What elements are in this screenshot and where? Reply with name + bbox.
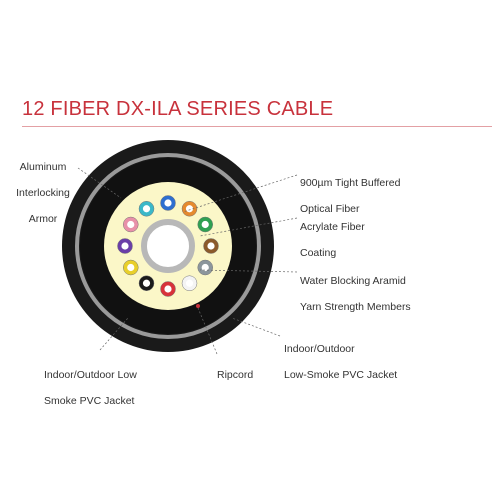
label-aramid: Water Blocking Aramid Yarn Strength Memb… xyxy=(300,262,411,327)
label-armor: Aluminum Interlocking Armor xyxy=(14,148,72,239)
label-inner-jacket-line-2: Smoke PVC Jacket xyxy=(44,395,135,407)
central-core xyxy=(141,219,195,273)
label-outer-jacket-line-2: Low-Smoke PVC Jacket xyxy=(284,369,398,381)
diagram-title: 12 FIBER DX-ILA SERIES CABLE xyxy=(22,98,334,120)
fiber-coating-white xyxy=(185,279,194,287)
leader-inner-jacket xyxy=(99,317,129,351)
fiber-green xyxy=(197,216,213,233)
label-buffered-fiber-line-1: 900µm Tight Buffered xyxy=(300,177,401,189)
fiber-red xyxy=(160,281,176,297)
fiber-white xyxy=(181,275,198,291)
fiber-group xyxy=(117,195,219,297)
label-outer-jacket: Indoor/Outdoor Low-Smoke PVC Jacket xyxy=(284,330,397,395)
fiber-coating-yellow xyxy=(127,263,135,272)
aluminum-armor-layer xyxy=(75,153,261,339)
fiber-coating-brown xyxy=(207,242,215,250)
label-ripcord: Ripcord xyxy=(217,356,253,395)
fiber-black xyxy=(138,275,155,291)
fiber-violet xyxy=(117,238,133,254)
label-coating-line-2: Coating xyxy=(300,247,337,259)
fiber-orange xyxy=(181,201,198,217)
fiber-coating-aqua xyxy=(142,205,151,213)
leader-coating xyxy=(199,217,298,237)
label-coating: Acrylate Fiber Coating xyxy=(300,208,365,273)
leader-lines xyxy=(77,167,298,355)
label-inner-jacket: Indoor/Outdoor Low Smoke PVC Jacket xyxy=(44,356,137,421)
label-coating-line-1: Acrylate Fiber xyxy=(300,221,365,233)
fiber-rose xyxy=(123,216,139,233)
fiber-coating-blue xyxy=(164,199,172,207)
fiber-coating-red xyxy=(164,285,172,293)
cable-cross-section xyxy=(62,140,274,352)
label-aramid-line-1: Water Blocking Aramid xyxy=(300,275,406,287)
fiber-coating-rose xyxy=(127,220,135,229)
title-rule xyxy=(22,126,492,127)
fiber-aqua xyxy=(138,201,155,217)
fiber-coating-violet xyxy=(121,242,129,250)
leader-outer-jacket xyxy=(231,317,281,337)
fiber-coating-green xyxy=(201,220,209,229)
ripcord-marker xyxy=(196,304,200,308)
fiber-coating-orange xyxy=(185,205,194,213)
leader-armor xyxy=(77,167,122,199)
leader-ripcord xyxy=(197,307,218,355)
label-inner-jacket-line-1: Indoor/Outdoor Low xyxy=(44,369,137,381)
fiber-slate xyxy=(197,259,213,276)
fiber-coating-slate xyxy=(201,263,209,272)
label-buffered-fiber: 900µm Tight Buffered Optical Fiber xyxy=(300,164,400,229)
label-ripcord-line-1: Ripcord xyxy=(217,369,254,381)
label-buffered-fiber-line-2: Optical Fiber xyxy=(300,203,360,215)
label-aramid-line-2: Yarn Strength Members xyxy=(300,301,411,313)
label-armor-line-1: Aluminum xyxy=(19,161,67,173)
label-armor-line-2: Interlocking xyxy=(16,187,70,199)
fiber-blue xyxy=(160,195,176,211)
fiber-brown xyxy=(203,238,219,254)
leader-aramid xyxy=(199,269,298,273)
fiber-yellow xyxy=(123,259,139,276)
fiber-coating-black xyxy=(142,279,151,287)
label-armor-line-3: Armor xyxy=(28,213,58,225)
label-outer-jacket-line-1: Indoor/Outdoor xyxy=(284,343,355,355)
